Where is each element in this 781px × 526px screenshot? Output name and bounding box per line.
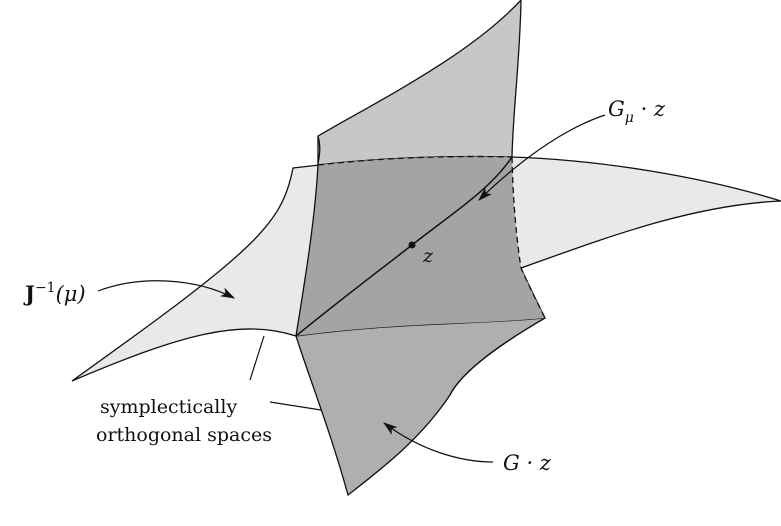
label-momentum-level-set: J−1(μ) bbox=[23, 280, 86, 306]
orbit-sheet-left-edge bbox=[295, 135, 321, 337]
leader-line-surface bbox=[249, 335, 265, 381]
overlap-region bbox=[296, 156, 545, 336]
arrow-to-momentum-surface bbox=[97, 280, 236, 299]
orbit-sheet-upper bbox=[317, 0, 522, 166]
orbit-sheet-bottom-edge bbox=[449, 317, 546, 396]
hidden-edge-top bbox=[317, 155, 513, 166]
label-isotropy-orbit: Gμ · z bbox=[608, 97, 666, 126]
hidden-edge-right bbox=[511, 156, 546, 319]
leader-line-sheet bbox=[269, 401, 322, 411]
label-point-z: z bbox=[422, 245, 434, 267]
arrow-to-group-orbit bbox=[383, 422, 494, 463]
arrow-to-isotropy-curve bbox=[478, 114, 606, 201]
label-orthogonal-line1: symplectically bbox=[100, 396, 237, 418]
label-orthogonal-line2: orthogonal spaces bbox=[96, 424, 272, 446]
point-z bbox=[408, 241, 416, 249]
label-group-orbit: G · z bbox=[503, 451, 552, 475]
